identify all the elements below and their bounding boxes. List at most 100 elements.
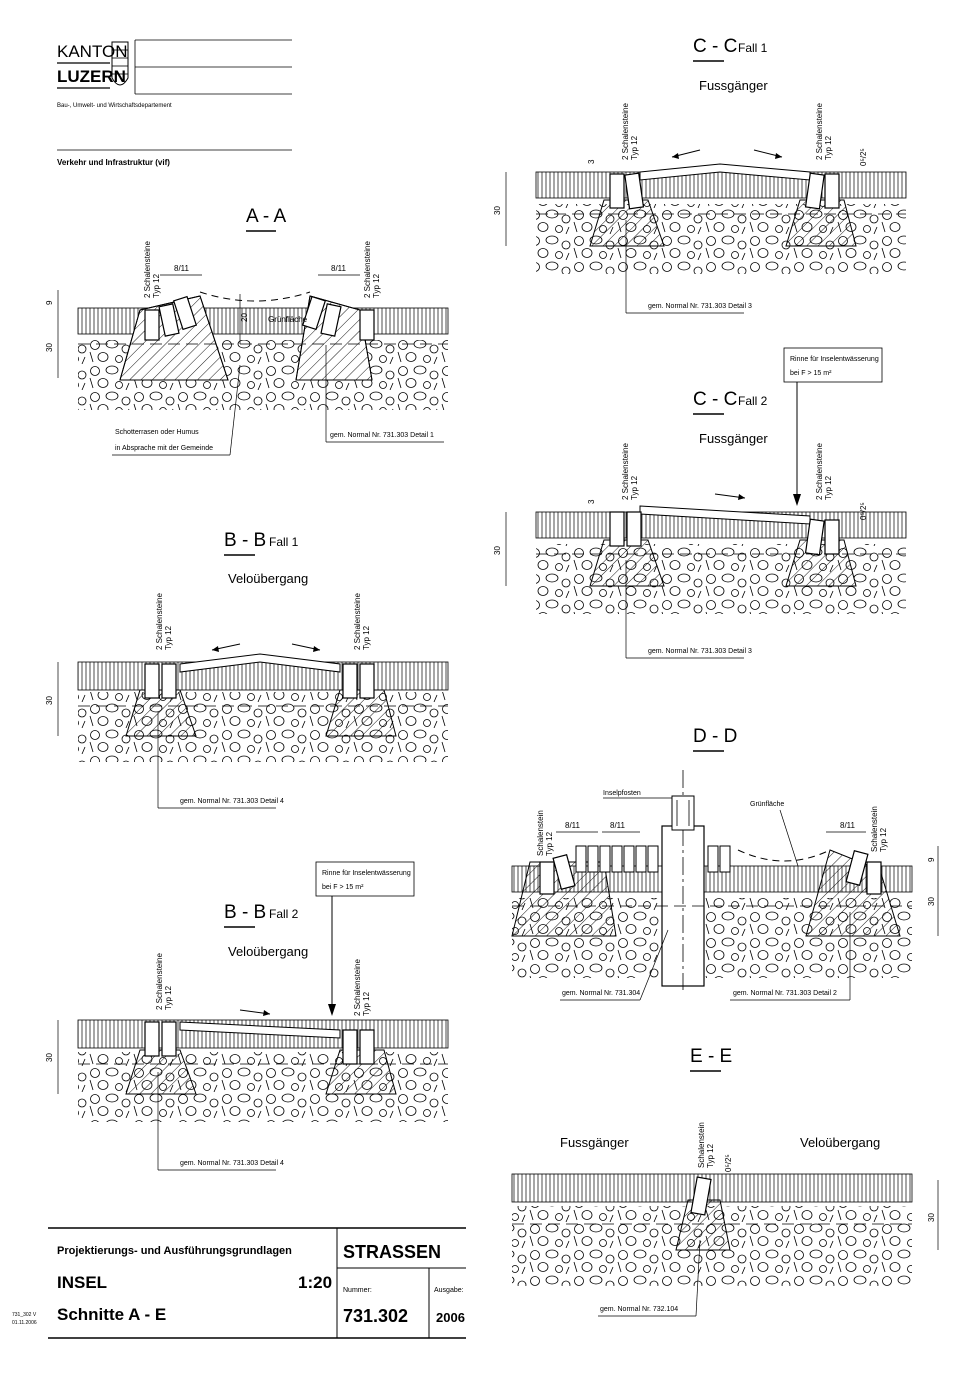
norm-reference-post: gem. Normal Nr. 731.304 [562,990,640,997]
stone-label: Schalenstein [536,810,545,856]
dim-3: 3 [587,499,596,504]
dim-3: 3 [587,159,596,164]
section-subtitle: Fussgänger [699,431,768,446]
drawing-number: 731.302 [343,1306,408,1326]
norm-reference-curb: gem. Normal Nr. 731.303 Detail 2 [733,990,837,997]
file-id: 731_302 V [12,1312,37,1318]
stone-type: Typ 12 [630,135,639,160]
dim-9: 9 [45,300,54,305]
island-post-label: Inselpfosten [603,790,641,797]
stone-type: Typ 12 [545,831,554,856]
drainage-note-box [783,347,883,383]
curb-stone [342,663,358,699]
section-case: Fall 1 [738,41,768,55]
dim-30: 30 [927,1213,936,1222]
section-title: C - C [693,389,737,410]
bicycle-side-label: Veloübergang [800,1135,880,1150]
section-c-c-case-1: C - C Fall 1 Fussgänger 2 Schalensteine … [493,36,907,314]
green-area-label: Grünfläche [750,801,784,808]
dim-8-11: 8/11 [610,821,626,830]
stone-type: Typ 12 [152,273,161,298]
stone-label: 2 Schalensteine [353,593,362,650]
asphalt-layer [536,172,906,198]
surface-note-line2: in Absprache mit der Gemeinde [115,445,213,452]
title-block-heading: Projektierungs- und Ausführungsgrundlage… [57,1245,292,1257]
drainage-note-line2: bei F > 15 m² [322,884,364,891]
stone-label: 2 Schalensteine [155,593,164,650]
curb-stone [609,511,625,547]
dim-30: 30 [927,897,936,906]
curb-stone [866,861,882,895]
dim-9: 9 [927,857,936,862]
section-a-a: A - A Grünfläche 20 2 Schalensteine Typ … [45,206,449,456]
number-label: Nummer: [343,1287,372,1294]
stone-type: Typ 12 [630,475,639,500]
pedestrian-side-label: Fussgänger [560,1135,629,1150]
stone-type: Typ 12 [824,135,833,160]
drawing-scale: 1:20 [298,1273,332,1292]
norm-reference: gem. Normal Nr. 731.303 Detail 1 [330,432,434,439]
header: KANTON LUZERN Bau-, Umwelt- und Wirtscha… [57,39,292,167]
stone-type: Typ 12 [372,273,381,298]
stone-type: Typ 12 [824,475,833,500]
dim-30: 30 [493,206,502,215]
drainage-note-line1: Rinne für Inselentwässerung [790,356,879,363]
stone-type: Typ 12 [164,985,173,1010]
stone-label: 2 Schalensteine [815,103,824,160]
section-case: Fall 1 [269,535,299,549]
curb-stone [144,663,160,699]
curb-stone [342,1029,358,1065]
section-a-a-title: A - A [246,206,286,227]
section-b-b-case-1: B - B Fall 1 Veloübergang 2 Schalenstein… [45,530,449,809]
section-title: C - C [693,36,737,57]
curb-stone [161,663,177,699]
drainage-note-box [315,861,415,897]
stone-label: 2 Schalensteine [155,953,164,1010]
dim-30: 30 [45,1053,54,1062]
department-name: Bau-, Umwelt- und Wirtschaftsdepartement [57,103,172,109]
dim-20: 20 [240,313,249,322]
stone-type: Typ 12 [362,991,371,1016]
green-area-surface [199,291,311,302]
section-title: D - D [693,726,737,747]
edition-label: Ausgabe: [434,1287,464,1294]
asphalt-layer [78,662,448,690]
division-name: Verkehr und Infrastruktur (vif) [57,158,170,167]
section-title: B - B [224,530,266,551]
stone-label: 2 Schalensteine [621,103,630,160]
dim-30: 30 [45,343,54,352]
section-c-c-case-2: Rinne für Inselentwässerung bei F > 15 m… [493,347,907,659]
concrete-foundation [675,1199,731,1251]
drawing-subject: Schnitte A - E [57,1305,166,1324]
coat-of-arms-icon [111,41,129,86]
stone-label: 2 Schalensteine [621,443,630,500]
norm-reference: gem. Normal Nr. 731.303 Detail 4 [180,1160,284,1167]
stone-label: Schalenstein [870,806,879,852]
curb-stone [539,861,555,895]
dim-30: 30 [493,546,502,555]
drawing-category: STRASSEN [343,1242,441,1262]
asphalt-layer [512,1174,912,1202]
paving-stones [575,845,731,873]
norm-reference: gem. Normal Nr. 731.303 Detail 3 [648,648,752,655]
stone-label: 2 Schalensteine [815,443,824,500]
stone-type: Typ 12 [362,625,371,650]
drawing-name: INSEL [57,1273,107,1292]
norm-reference: gem. Normal Nr. 732.104 [600,1306,678,1313]
stone-type: Typ 12 [879,827,888,852]
curb-stone [609,173,625,209]
curb-stone [824,519,840,555]
section-subtitle: Veloübergang [228,571,308,586]
norm-reference: gem. Normal Nr. 731.303 Detail 4 [180,798,284,805]
canton-name-line1: KANTON [57,42,128,61]
section-case: Fall 2 [738,394,768,408]
curb-stone [161,1021,177,1057]
asphalt-layer [78,308,448,334]
edition-year: 2006 [436,1310,465,1325]
section-case: Fall 2 [269,907,299,921]
norm-reference: gem. Normal Nr. 731.303 Detail 3 [648,303,752,310]
curb-stone [359,309,375,341]
stone-label: 2 Schalensteine [143,241,152,298]
